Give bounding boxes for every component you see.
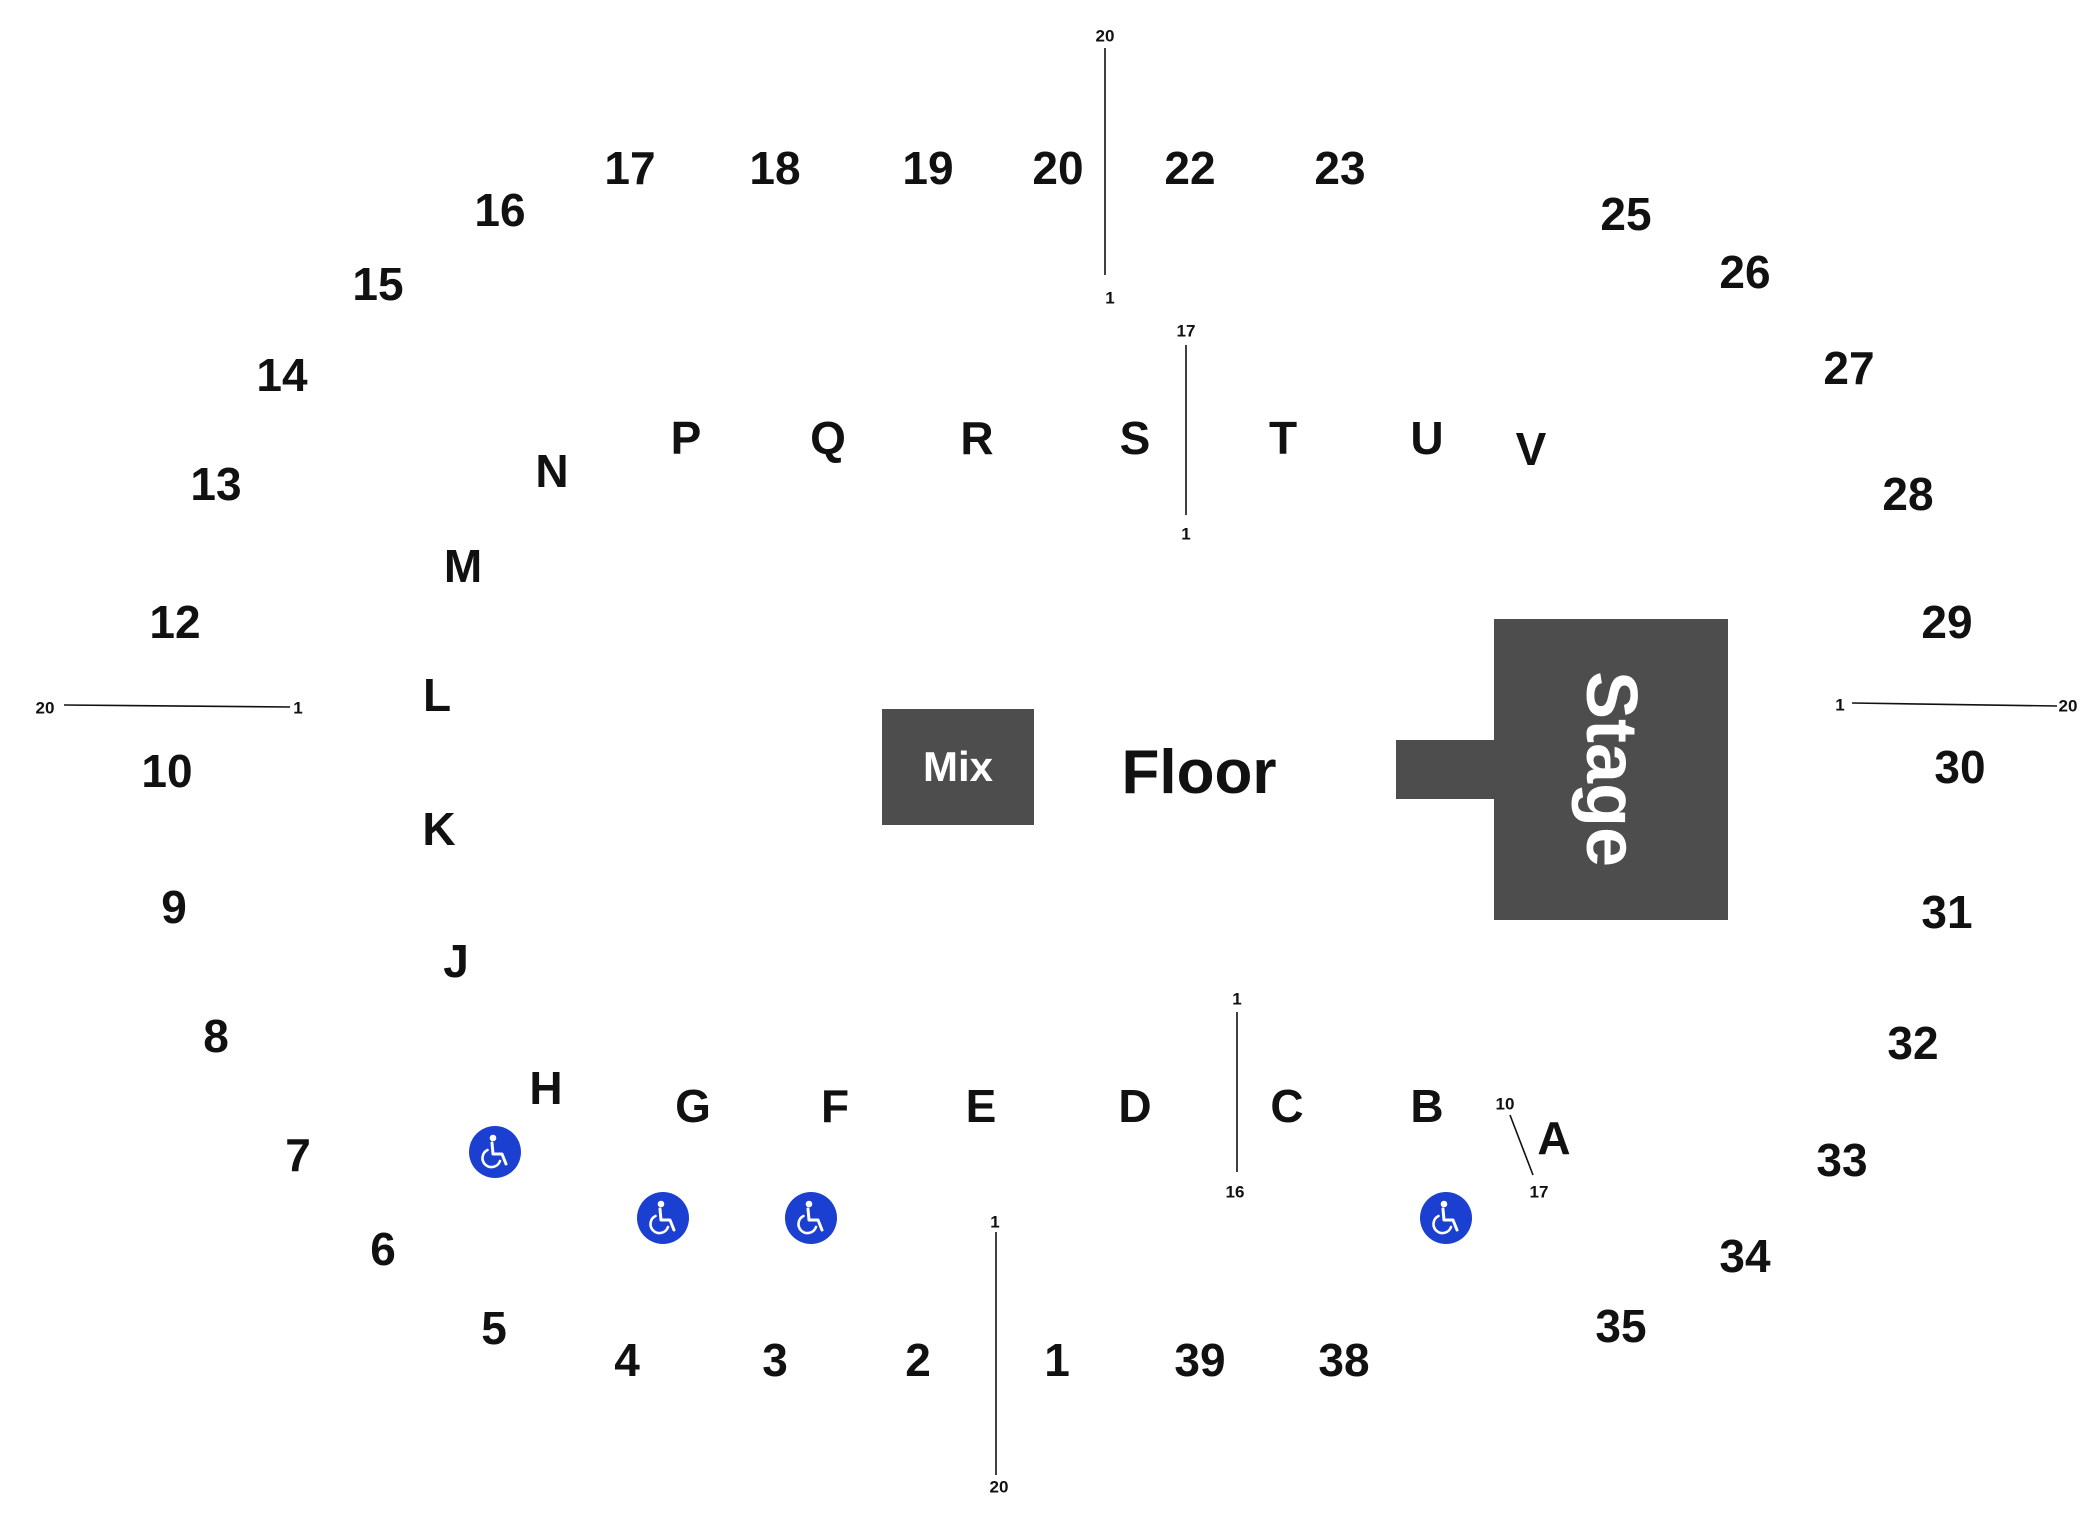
section-T[interactable]: T <box>1268 412 1298 464</box>
floor-section[interactable]: Floor <box>1121 738 1277 807</box>
section-G[interactable]: G <box>675 1080 711 1132</box>
row-marker-bottom-a-start: 10 <box>1495 1094 1515 1114</box>
section-38[interactable]: 38 <box>1318 1334 1370 1386</box>
section-B[interactable]: B <box>1410 1080 1444 1132</box>
mix-label: Mix <box>922 743 994 790</box>
section-E[interactable]: E <box>965 1080 997 1132</box>
mix-position[interactable] <box>882 709 1034 825</box>
section-20[interactable]: 20 <box>1032 142 1084 194</box>
wheelchair-icon[interactable] <box>1420 1192 1472 1244</box>
row-marker-bottom-a-end: 17 <box>1529 1182 1549 1202</box>
section-U[interactable]: U <box>1410 412 1444 464</box>
section-16[interactable]: 16 <box>474 184 526 236</box>
row-marker-top-upper-start: 20 <box>1095 26 1115 46</box>
row-line-right <box>1851 702 2058 707</box>
row-marker-top-lower-start: 17 <box>1176 321 1196 341</box>
section-4[interactable]: 4 <box>614 1334 640 1386</box>
section-2[interactable]: 2 <box>905 1334 931 1386</box>
section-1[interactable]: 1 <box>1044 1334 1070 1386</box>
row-marker-bottom-lower-start: 1 <box>990 1212 1000 1232</box>
section-M[interactable]: M <box>443 540 483 592</box>
stage-thrust <box>1396 740 1498 799</box>
section-V[interactable]: V <box>1515 423 1547 475</box>
section-D[interactable]: D <box>1118 1080 1152 1132</box>
section-J[interactable]: J <box>443 935 469 987</box>
section-31[interactable]: 31 <box>1921 886 1973 938</box>
section-25[interactable]: 25 <box>1600 188 1652 240</box>
section-28[interactable]: 28 <box>1882 468 1934 520</box>
wheelchair-icon[interactable] <box>637 1192 689 1244</box>
row-marker-left-start: 20 <box>35 698 55 718</box>
section-13[interactable]: 13 <box>190 458 242 510</box>
row-marker-bottom-mid-end: 16 <box>1225 1182 1245 1202</box>
section-27[interactable]: 27 <box>1823 342 1875 394</box>
section-N[interactable]: N <box>535 445 569 497</box>
section-A[interactable]: A <box>1537 1112 1571 1164</box>
section-34[interactable]: 34 <box>1719 1230 1771 1282</box>
section-26[interactable]: 26 <box>1719 246 1771 298</box>
section-12[interactable]: 12 <box>149 596 201 648</box>
stage-label: Stage <box>1571 670 1651 868</box>
section-29[interactable]: 29 <box>1921 596 1973 648</box>
section-P[interactable]: P <box>670 412 702 464</box>
wheelchair-icon-graphic <box>469 1126 521 1178</box>
section-S[interactable]: S <box>1119 412 1151 464</box>
section-6[interactable]: 6 <box>370 1223 396 1275</box>
wheelchair-icon[interactable] <box>785 1192 837 1244</box>
section-L[interactable]: L <box>422 669 452 721</box>
section-35[interactable]: 35 <box>1595 1300 1647 1352</box>
section-3[interactable]: 3 <box>762 1334 788 1386</box>
wheelchair-icon-graphic <box>637 1192 689 1244</box>
section-32[interactable]: 32 <box>1887 1017 1939 1069</box>
section-14[interactable]: 14 <box>256 349 308 401</box>
section-8[interactable]: 8 <box>203 1010 229 1062</box>
row-line-bottom-a <box>1509 1114 1534 1176</box>
section-23[interactable]: 23 <box>1314 142 1366 194</box>
row-line-left <box>63 704 291 708</box>
section-10[interactable]: 10 <box>141 745 193 797</box>
section-H[interactable]: H <box>529 1062 563 1114</box>
section-Q[interactable]: Q <box>810 412 846 464</box>
wheelchair-icon-graphic <box>785 1192 837 1244</box>
row-marker-left-end: 1 <box>293 698 303 718</box>
row-marker-top-lower-end: 1 <box>1181 524 1191 544</box>
section-C[interactable]: C <box>1270 1080 1304 1132</box>
section-17[interactable]: 17 <box>604 142 656 194</box>
section-39[interactable]: 39 <box>1174 1334 1226 1386</box>
section-9[interactable]: 9 <box>161 881 187 933</box>
section-K[interactable]: K <box>422 803 456 855</box>
row-marker-bottom-mid-start: 1 <box>1232 989 1242 1009</box>
row-marker-right-start: 1 <box>1835 695 1845 715</box>
section-7[interactable]: 7 <box>285 1129 311 1181</box>
wheelchair-icon-graphic <box>1420 1192 1472 1244</box>
section-15[interactable]: 15 <box>352 258 404 310</box>
row-marker-right-end: 20 <box>2058 696 2078 716</box>
section-5[interactable]: 5 <box>481 1302 507 1354</box>
wheelchair-icon[interactable] <box>469 1126 521 1178</box>
section-F[interactable]: F <box>820 1080 850 1132</box>
row-marker-bottom-lower-end: 20 <box>989 1477 1009 1497</box>
section-R[interactable]: R <box>960 412 994 464</box>
section-33[interactable]: 33 <box>1816 1134 1868 1186</box>
section-19[interactable]: 19 <box>902 142 954 194</box>
section-18[interactable]: 18 <box>749 142 801 194</box>
section-30[interactable]: 30 <box>1934 741 1986 793</box>
section-22[interactable]: 22 <box>1164 142 1216 194</box>
row-marker-top-upper-end: 1 <box>1105 288 1115 308</box>
stage <box>1494 619 1728 920</box>
